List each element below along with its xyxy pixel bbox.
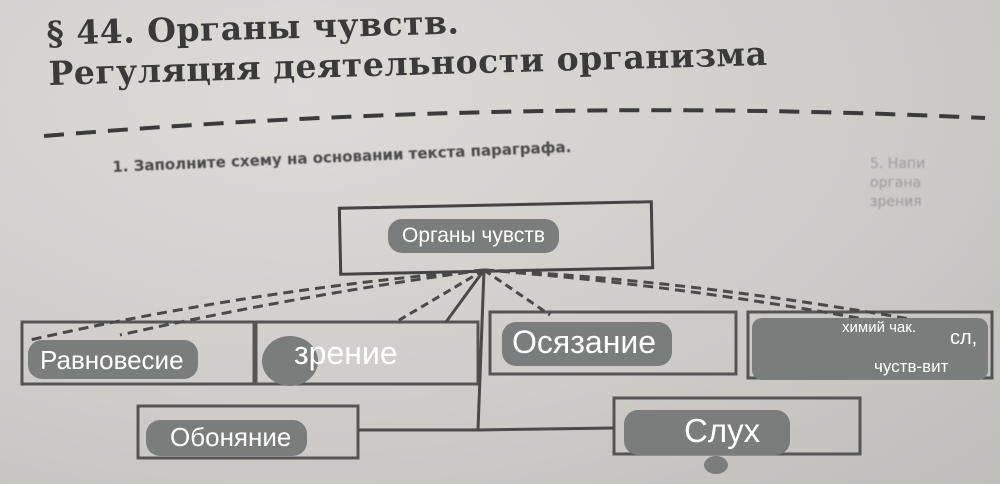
root-box	[337, 200, 655, 276]
root-label: Органы чувств	[388, 219, 560, 253]
link-balance	[29, 268, 485, 342]
node-taste-line1: химий чак.	[842, 319, 917, 336]
node-taste-suffix: сл,	[950, 327, 978, 349]
node-smell: Обоняние	[146, 420, 308, 456]
side-text-line: органа	[870, 175, 922, 191]
box-touch	[488, 310, 738, 376]
smudge	[262, 336, 318, 386]
smudge	[704, 456, 728, 474]
node-vision: зрение	[294, 335, 398, 371]
trunk-vertical	[476, 269, 486, 431]
box-balance	[20, 320, 256, 386]
side-text-line: зрения	[870, 194, 922, 210]
link-balance-2	[119, 268, 485, 337]
link-vision	[395, 268, 485, 324]
link-vision-2	[444, 269, 486, 323]
box-smell	[136, 404, 360, 460]
link-hearing	[477, 426, 615, 432]
node-taste-bg	[752, 318, 988, 380]
node-hearing: Слух	[624, 410, 791, 455]
title-separator	[43, 108, 986, 138]
node-balance: Равновесие	[28, 340, 198, 379]
link-taste-2	[483, 268, 881, 324]
side-text-fragment: 5. Напи органа зрения	[870, 155, 925, 212]
box-vision	[254, 320, 480, 386]
node-touch: Осязание	[502, 322, 673, 366]
node-taste-line2: чуств-вит	[874, 357, 949, 376]
side-text-line: 5. Напи	[870, 156, 926, 172]
link-touch	[483, 268, 551, 317]
link-taste	[483, 268, 961, 330]
